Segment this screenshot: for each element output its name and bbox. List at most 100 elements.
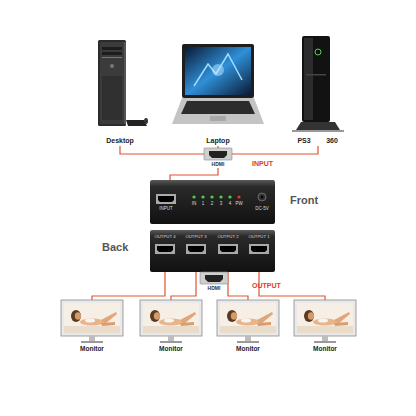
port-label: OUTPUT 2 bbox=[213, 234, 243, 240]
monitor-device-art bbox=[85, 319, 95, 323]
splitter-front-panel-art bbox=[192, 195, 195, 198]
hdmi-plug-art bbox=[204, 148, 232, 160]
console-device-art bbox=[302, 36, 330, 122]
splitter-front-panel-art bbox=[261, 196, 264, 199]
connector-label: HDMI bbox=[200, 285, 228, 291]
monitor-device-art bbox=[237, 341, 259, 343]
device-label: Monitor bbox=[294, 345, 356, 353]
splitter-back-panel-art bbox=[186, 244, 206, 254]
console-device-art bbox=[304, 38, 313, 120]
laptop-device-art bbox=[181, 101, 255, 114]
port-label: DC-5V bbox=[247, 206, 277, 212]
hdmi-plug-art bbox=[205, 275, 223, 282]
splitter-back-panel-art bbox=[249, 244, 269, 254]
view-heading: Front bbox=[290, 193, 330, 207]
port-label: OUTPUT 4 bbox=[150, 234, 180, 240]
desktop-device-art bbox=[102, 57, 122, 58]
laptop-device: Laptop bbox=[172, 40, 264, 146]
monitor-device-art bbox=[168, 336, 174, 341]
console-device: PS3360 bbox=[288, 34, 348, 146]
laptop-device-art bbox=[172, 40, 264, 146]
monitor-device-art bbox=[220, 303, 276, 333]
port-label: INPUT bbox=[151, 206, 181, 212]
splitter-back-panel-art bbox=[218, 244, 238, 254]
monitor-device-art bbox=[231, 312, 237, 320]
hdmi-plug: HDMI bbox=[200, 272, 228, 292]
console-device-art bbox=[306, 74, 326, 76]
desktop-device-art bbox=[124, 42, 126, 124]
view-heading: Back bbox=[102, 240, 142, 254]
led-label: 2 bbox=[207, 201, 217, 207]
hdmi-cable bbox=[171, 272, 196, 300]
monitor-device-art bbox=[241, 319, 251, 323]
monitor-device-art bbox=[297, 303, 353, 333]
laptop-device-art bbox=[185, 47, 251, 95]
device-label: Laptop bbox=[172, 136, 264, 145]
hdmi-cable bbox=[170, 168, 218, 180]
hdmi-plug-art bbox=[209, 151, 227, 158]
monitor-device-art bbox=[160, 341, 182, 343]
monitor-device-art bbox=[318, 319, 328, 323]
splitter-front-panel-art bbox=[158, 196, 174, 202]
hdmi-cable bbox=[217, 146, 218, 148]
monitor-device-art bbox=[61, 300, 123, 336]
monitor-device: Monitor bbox=[217, 300, 279, 358]
console-device-art bbox=[292, 130, 344, 132]
splitter-front-panel-art bbox=[258, 193, 266, 201]
monitor-device-art bbox=[75, 312, 81, 320]
hdmi-cable bbox=[232, 146, 318, 154]
laptop-device-art bbox=[182, 44, 254, 98]
hdmi-plug-art bbox=[200, 272, 228, 284]
monitor-device: Monitor bbox=[140, 300, 202, 358]
port-label: OUTPUT 1 bbox=[244, 234, 274, 240]
console-device-art bbox=[315, 49, 321, 55]
device-label: PS3 bbox=[294, 136, 314, 145]
monitor-device-art bbox=[227, 310, 237, 322]
led-label: 3 bbox=[216, 201, 226, 207]
monitor-device-art bbox=[180, 322, 194, 326]
monitor-device-art bbox=[80, 318, 104, 325]
monitor-device-art bbox=[294, 300, 356, 336]
desktop-device-art bbox=[90, 36, 150, 146]
desktop-device-art bbox=[110, 64, 114, 68]
splitter-front-panel-art bbox=[156, 194, 176, 204]
splitter-front-panel-art bbox=[210, 195, 213, 198]
monitor-device-art bbox=[159, 318, 183, 325]
monitor-device: Monitor bbox=[294, 300, 356, 358]
monitor-device-art bbox=[64, 326, 120, 333]
desktop-device-art bbox=[98, 40, 126, 126]
laptop-device-art bbox=[212, 64, 224, 76]
desktop-device: Desktop bbox=[90, 36, 150, 146]
monitor-device-art bbox=[143, 303, 199, 333]
monitor-device-art bbox=[308, 312, 314, 320]
splitter-front-panel-art bbox=[219, 195, 222, 198]
monitor-device: Monitor bbox=[61, 300, 123, 358]
splitter-back-panel: BackOUTPUT 4OUTPUT 3OUTPUT 2OUTPUT 1 bbox=[150, 230, 275, 272]
splitter-back-panel-art bbox=[251, 246, 267, 252]
monitor-device-art bbox=[164, 319, 174, 323]
desktop-device-art bbox=[126, 120, 147, 126]
splitter-back-panel-art bbox=[188, 246, 204, 252]
port-label: OUTPUT 3 bbox=[181, 234, 211, 240]
device-label: Monitor bbox=[140, 345, 202, 353]
laptop-device-art bbox=[210, 116, 226, 121]
monitor-device-art bbox=[140, 300, 202, 336]
splitter-back-panel-art bbox=[220, 246, 236, 252]
splitter-back-panel-art bbox=[157, 246, 173, 252]
splitter-back-panel-art bbox=[155, 244, 175, 254]
device-label: Monitor bbox=[61, 345, 123, 353]
monitor-device-art bbox=[89, 336, 95, 341]
monitor-device-art bbox=[71, 310, 81, 322]
monitor-device-art bbox=[313, 318, 337, 325]
signal-label: INPUT bbox=[252, 160, 273, 168]
hdmi-cable bbox=[228, 272, 248, 300]
monitor-device-art bbox=[81, 341, 103, 343]
console-device-art bbox=[296, 122, 340, 130]
monitor-device-art bbox=[236, 318, 260, 325]
splitter-front-panel-art bbox=[228, 195, 231, 198]
monitor-device-art bbox=[64, 303, 120, 333]
signal-label: OUTPUT bbox=[252, 282, 281, 290]
device-label: Desktop bbox=[90, 136, 150, 145]
monitor-device-art bbox=[314, 341, 336, 343]
